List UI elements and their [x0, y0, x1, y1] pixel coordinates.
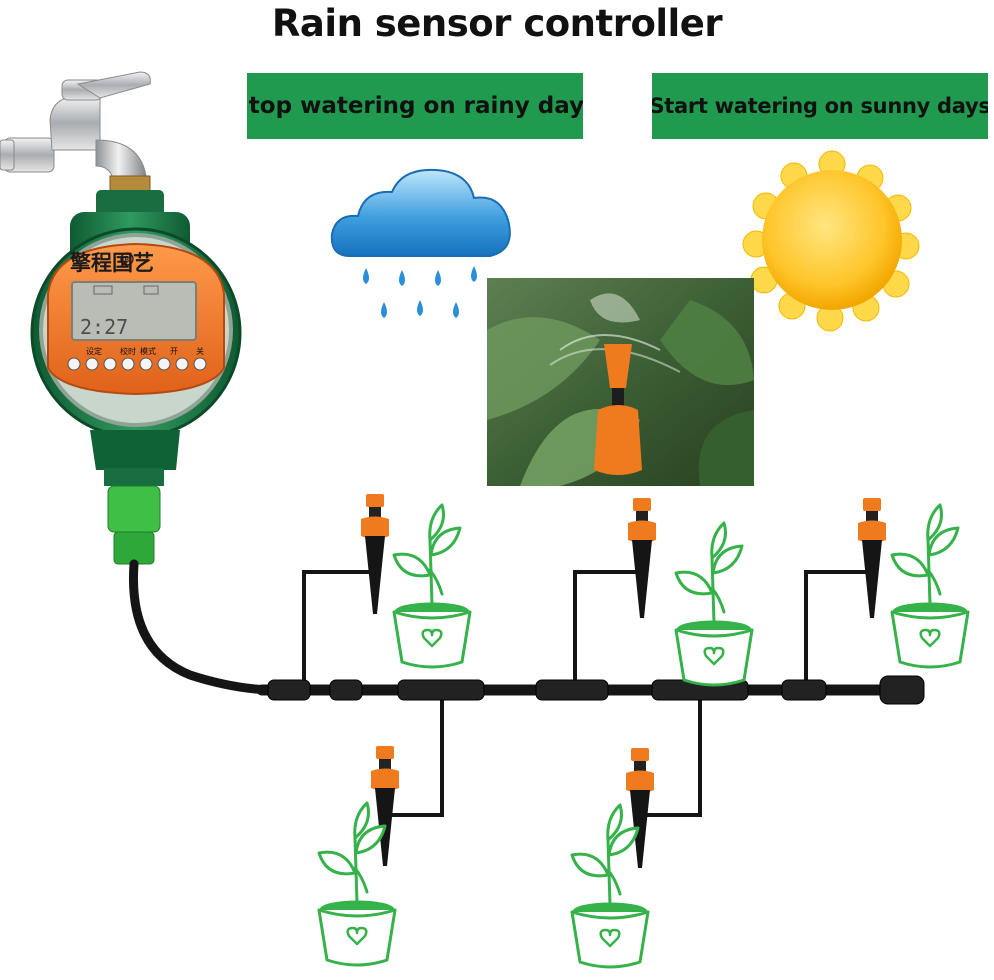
- potted-plant-icon: [570, 803, 650, 969]
- cloud-icon: [330, 168, 511, 257]
- sprinkler-photo: [487, 278, 754, 486]
- dripper-icon: [361, 494, 389, 614]
- button-label-off: 关: [196, 346, 204, 356]
- banner-rainy-days: Stop watering on rainy days: [247, 73, 583, 139]
- dripper-icon: [858, 498, 886, 618]
- controller-brand: 擎程国艺: [70, 251, 154, 275]
- controller-button: [103, 357, 117, 371]
- page-title: Rain sensor controller: [271, 2, 723, 45]
- button-label-clock: 校时: [120, 346, 136, 356]
- controller-button: [139, 357, 153, 371]
- controller-button: [193, 357, 207, 371]
- button-label-set: 设定: [86, 346, 102, 356]
- faucet-icon: [0, 71, 151, 199]
- controller-button: [85, 357, 99, 371]
- water-timer-controller: 擎程国艺 R 2:27 设定 校时 模式 开 关: [30, 190, 242, 565]
- potted-plant-icon: [317, 801, 397, 967]
- dripper-icon: [626, 748, 654, 868]
- banner-sunny-days: Start watering on sunny days: [652, 73, 988, 139]
- sun-icon: [742, 150, 920, 332]
- potted-plant-icon: [392, 503, 472, 669]
- controller-button: [175, 357, 189, 371]
- lcd-time: 2:27: [80, 315, 128, 339]
- tube-connectors: [267, 675, 925, 705]
- button-label-mode: 模式: [140, 346, 156, 356]
- dripper-icon: [628, 498, 656, 618]
- controller-button: [157, 357, 171, 371]
- raindrop-icon: [363, 266, 477, 318]
- dripper-icon: [371, 746, 399, 866]
- button-label-on: 开: [170, 347, 178, 356]
- controller-button: [121, 357, 135, 371]
- controller-button-row: 设定 校时 模式 开 关: [67, 346, 207, 371]
- registered-mark: R: [124, 255, 130, 264]
- controller-button: [67, 357, 81, 371]
- potted-plant-icon: [890, 503, 970, 669]
- potted-plant-icon: [674, 521, 754, 687]
